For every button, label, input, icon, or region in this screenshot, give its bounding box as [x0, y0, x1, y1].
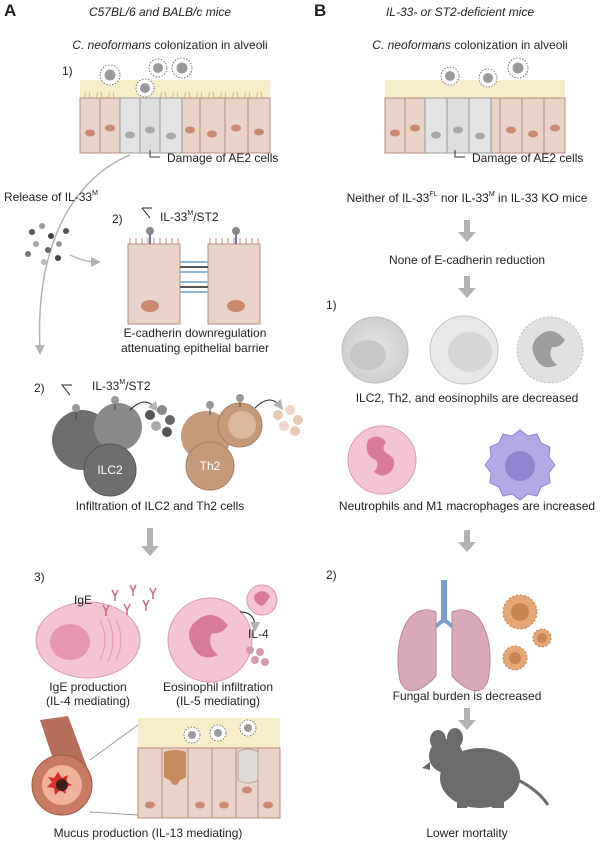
release-sup: M: [92, 190, 98, 197]
ilc2-cells: [52, 384, 175, 497]
none-ecadherin-label: None of E-cadherin reduction: [388, 253, 546, 267]
neither-label: Neither of IL-33FL nor IL-33M in IL-33 K…: [347, 191, 588, 205]
mouse-silhouette: [422, 728, 550, 808]
panel-a-damage-label: Damage of AE2 cells: [167, 151, 279, 165]
epithelial-junction: [127, 207, 261, 325]
neither-p3: in IL-33 KO mice: [494, 191, 588, 205]
alveolar-epithelium-b: [384, 57, 566, 158]
airway-tube: [31, 716, 139, 816]
release-arrow-2: [69, 254, 101, 267]
panel-a-letter: A: [4, 1, 17, 20]
receptor2-sup: M: [119, 379, 126, 386]
neither-p1: Neither of IL-33: [346, 191, 430, 205]
alveolar-epithelium-a: [79, 80, 271, 158]
increased-cells: [347, 425, 556, 501]
panel-b-step-2: 2): [326, 568, 337, 582]
infiltration-label: Infiltration of ILC2 and Th2 cells: [75, 499, 245, 513]
receptor2-pre: IL-33: [92, 379, 120, 393]
decreased-cells: [341, 315, 584, 385]
panel-a-colonization: C. neoformans colonization in alveoli: [72, 38, 267, 52]
colonization-b-species: C. neoformans: [372, 38, 451, 52]
panel-b-colonization: C. neoformans colonization in alveoli: [372, 38, 567, 52]
down-arrows-b: [458, 220, 476, 730]
ige-production-line-2: (IL-4 mediating): [45, 694, 131, 708]
colonization-text: colonization in alveoli: [150, 38, 268, 52]
neither-s2: M: [488, 191, 495, 198]
receptor-post: /ST2: [193, 210, 219, 224]
plasma-cell: [35, 584, 157, 679]
panel-a-step-3: 3): [34, 570, 45, 584]
colonization-b-text: colonization in alveoli: [450, 38, 568, 52]
ilc2-label: ILC2: [97, 463, 123, 477]
ecad-line-2: attenuating epithelial barrier: [120, 341, 270, 355]
lungs: [397, 580, 491, 692]
decreased-label: ILC2, Th2, and eosinophils are decreased: [355, 391, 579, 405]
eosinophil: [167, 584, 278, 683]
fungal-label: Fungal burden is decreased: [392, 689, 542, 703]
panel-a-title: C57BL/6 and BALB/c mice: [88, 5, 232, 19]
panel-b-title: IL-33- or ST2-deficient mice: [385, 5, 535, 19]
panel-a-step-2a: 2): [112, 212, 123, 226]
eosinophil-line-2: (IL-5 mediating): [175, 694, 261, 708]
ige-production-line-1: IgE production: [49, 680, 127, 694]
receptor-label-1: IL-33M/ST2: [160, 210, 219, 224]
mucus-label: Mucus production (IL-13 mediating): [53, 826, 243, 840]
neither-p2: nor IL-33: [437, 191, 489, 205]
panel-a-step-1: 1): [62, 64, 73, 78]
eosinophil-line-1: Eosinophil infiltration: [162, 680, 274, 694]
panel-b-damage-label: Damage of AE2 cells: [472, 151, 584, 165]
mortality-label: Lower mortality: [426, 826, 508, 840]
il33-particles: [25, 223, 69, 265]
neither-s1: FL: [429, 191, 438, 198]
ecad-line-1: E-cadherin downregulation: [123, 326, 267, 340]
panel-b-letter: B: [314, 1, 327, 20]
panel-b-step-1: 1): [326, 298, 337, 312]
cryptococcus-cells-a: [99, 57, 193, 98]
th2-cells: [181, 394, 303, 491]
receptor-sup: M: [187, 210, 194, 217]
receptor-pre: IL-33: [160, 210, 188, 224]
mucus-epithelium: [137, 718, 281, 819]
fungal-cells: [502, 594, 552, 671]
panel-a-step-2b: 2): [34, 381, 45, 395]
receptor2-post: /ST2: [125, 379, 151, 393]
increased-label: Neutrophils and M1 macrophages are incre…: [338, 499, 596, 513]
release-text: Release of IL-33: [4, 190, 93, 204]
th2-label: Th2: [199, 459, 221, 473]
colonization-species: C. neoformans: [72, 38, 151, 52]
release-label: Release of IL-33M: [4, 190, 98, 204]
receptor-label-2: IL-33M/ST2: [92, 379, 151, 393]
ige-label: IgE: [74, 593, 93, 607]
il4-label: IL-4: [248, 627, 269, 641]
release-arrow: [34, 154, 131, 355]
